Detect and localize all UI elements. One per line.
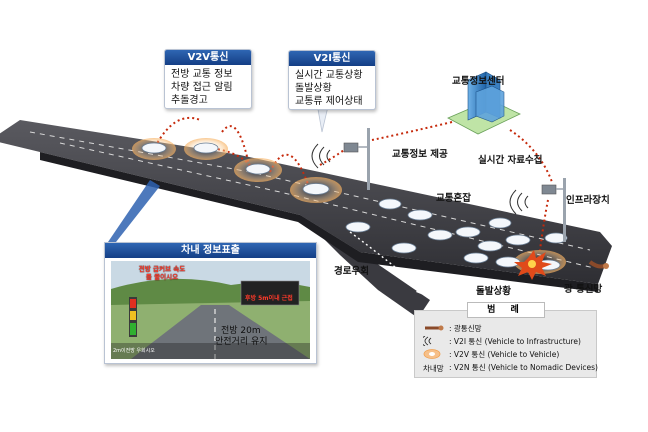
v2v-wave-rings: [132, 138, 566, 274]
traffic-center-building: [447, 71, 521, 135]
legend-box: : 광통신망 : V2I 통신 (Vehicle to Infrastructu…: [414, 310, 598, 378]
v2n-symbol: 차내망: [423, 363, 444, 373]
optical-net-label: 광 통신망: [564, 284, 603, 295]
legend-text: : V2N 통신 (Vehicle to Nomadic Devices): [449, 363, 598, 372]
infra-pole-left: [311, 128, 370, 190]
legend-row: : V2V 통신 (Vehicle to Vehicle): [423, 349, 559, 361]
v2i-links: [319, 121, 553, 251]
v2i-item: 교통류 제어상태: [295, 96, 363, 107]
v2v-callout: V2V통신 전방 교통 정보 차량 접근 알림 추돌경고: [164, 49, 252, 109]
rear-alert: 후방 5m이내 근접: [245, 295, 293, 302]
legend-text: : 광통신망: [449, 324, 482, 333]
legend-row: : 광통신망: [423, 323, 482, 334]
detour-label: 경로우회: [334, 266, 369, 277]
legend-row: : V2I 통신 (Vehicle to Infrastructure): [420, 335, 581, 348]
incar-pointer: [108, 180, 160, 242]
distance-text: 전방 20m: [221, 326, 261, 336]
gauge-text: 2m이전방 우회시오: [113, 348, 155, 354]
legend-text: : V2V 통신 (Vehicle to Vehicle): [449, 350, 560, 359]
legend-title: 범 례: [467, 302, 545, 318]
v2i-title: V2I통신: [289, 51, 375, 66]
v2v-title: V2V통신: [165, 50, 251, 65]
incident-label: 돌발상황: [476, 286, 511, 297]
v2i-item: 실시간 교통상황: [295, 70, 363, 81]
v2i-callout: V2I통신 실시간 교통상황 돌발상황 교통류 제어상태: [288, 50, 376, 110]
v2i-item: 돌발상황: [295, 83, 332, 94]
v2v-item: 차량 접근 알림: [171, 82, 233, 93]
keep-distance-text: 안전거리 유지: [215, 337, 268, 347]
incar-title: 차내 정보표출: [105, 243, 316, 258]
infra-pole-right: [509, 178, 566, 242]
v2v-wave-icon: [423, 349, 449, 361]
v2v-item: 전방 교통 정보: [171, 69, 233, 80]
windshield-view: [111, 261, 310, 359]
v2i-wave-icon: [420, 335, 449, 348]
curve-warning: 전방 급커브 속도를 줄이시오: [138, 265, 186, 281]
legend-text: : V2I 통신 (Vehicle to Infrastructure): [449, 337, 581, 346]
cars: [141, 142, 568, 271]
incar-photo: 전방 급커브 속도를 줄이시오 후방 5m이내 근접 전방 20m 안전거리 유…: [111, 261, 310, 359]
traffic-center-label: 교통정보센터: [452, 76, 505, 87]
infra-device-label: 인프라장치: [566, 195, 610, 206]
legend-row: 차내망 : V2N 통신 (Vehicle to Nomadic Devices): [423, 362, 598, 374]
info-provide-label: 교통정보 제공: [392, 149, 448, 160]
realtime-collect-label: 실시간 자료수집: [478, 155, 543, 166]
cable-icon: [423, 324, 449, 334]
congestion-label: 교통혼잡: [436, 193, 471, 204]
v2v-item: 추돌경고: [171, 95, 208, 106]
cable-icon: [588, 260, 609, 269]
incident-burst: [514, 250, 552, 280]
detour-arrow: [349, 231, 426, 296]
incar-display-panel: 차내 정보표출 전방 급커브 속도를 줄이시오 후방 5m이내 근접 전방 20…: [104, 242, 317, 364]
